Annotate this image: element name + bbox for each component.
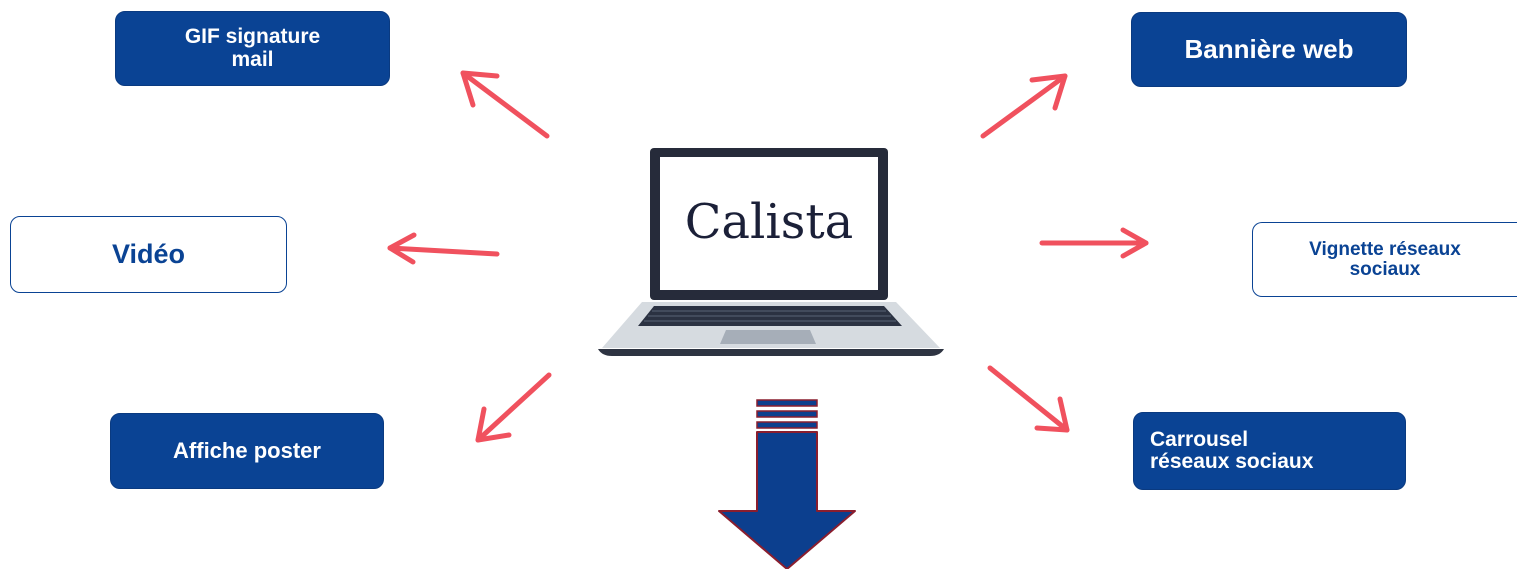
down-arrow-stripe-3	[756, 421, 818, 429]
arrow-to-banniere-web	[980, 73, 1068, 139]
video-label: Vidéo	[111, 239, 186, 270]
carrousel-reseaux-sociaux-box: Carrousel réseaux sociaux	[1133, 412, 1406, 490]
arrow-to-vignette	[1039, 227, 1149, 259]
laptop-illustration: Calista	[580, 120, 965, 365]
laptop-bottom-edge	[598, 349, 944, 356]
vignette-label-line2: sociaux	[1349, 258, 1421, 280]
laptop-trackpad	[720, 330, 816, 344]
down-arrow-body	[718, 431, 856, 569]
affiche-poster-box: Affiche poster	[110, 413, 384, 489]
gif-signature-label-line2: mail	[231, 47, 274, 71]
laptop-brand-text: Calista	[685, 194, 854, 250]
keyboard-rows	[644, 310, 896, 322]
carrousel-label-line2: réseaux sociaux	[1150, 450, 1314, 473]
arrow-to-gif-signature	[460, 70, 550, 139]
arrow-to-affiche-poster	[475, 372, 552, 443]
arrow-to-video	[387, 232, 500, 265]
laptop-icon: Calista	[598, 148, 944, 356]
affiche-poster-label: Affiche poster	[173, 438, 321, 464]
down-arrow	[718, 399, 856, 569]
down-arrow-stripe-1	[756, 399, 818, 407]
video-box: Vidéo	[10, 216, 287, 293]
gif-signature-mail-box: GIF signature mail	[115, 11, 390, 86]
gif-signature-label-line1: GIF signature	[184, 25, 321, 49]
laptop-screen	[660, 157, 878, 290]
arrow-to-carrousel	[987, 365, 1070, 433]
banniere-web-box: Bannière web	[1131, 12, 1407, 87]
vignette-reseaux-sociaux-box: Vignette réseaux sociaux	[1252, 222, 1517, 297]
vignette-label-line1: Vignette réseaux	[1309, 238, 1461, 260]
carrousel-label-line1: Carrousel	[1150, 427, 1249, 451]
banniere-web-label: Bannière web	[1184, 33, 1354, 64]
down-arrow-stripe-2	[756, 410, 818, 418]
